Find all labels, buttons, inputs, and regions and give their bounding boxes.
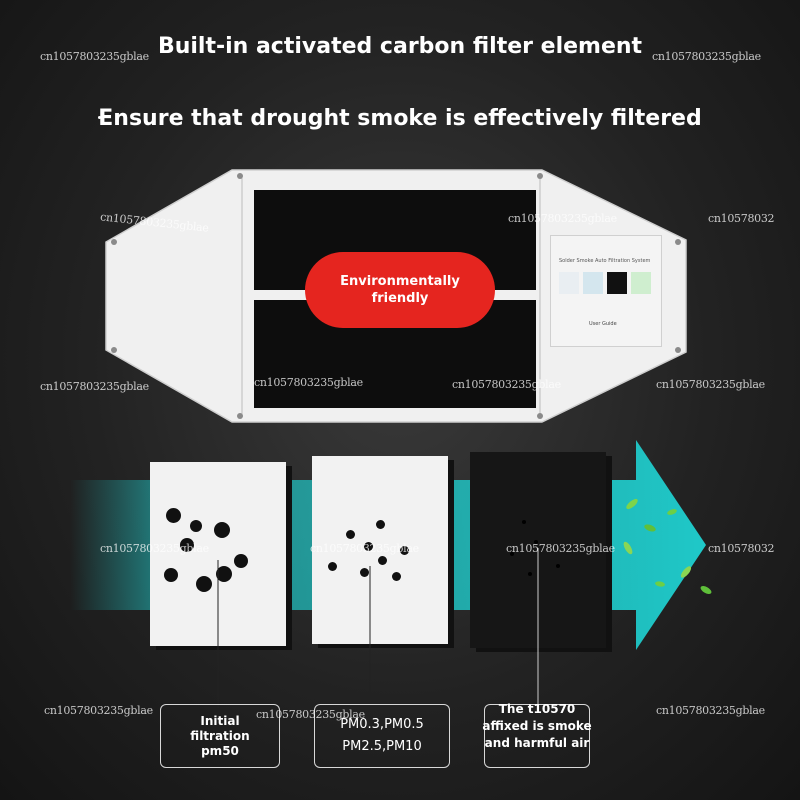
watermark: cn1057803235gblae bbox=[100, 542, 209, 555]
watermark: cn1057803235gblae bbox=[40, 50, 149, 63]
watermark: cn1057803235gblae bbox=[452, 378, 561, 391]
bullet-dot bbox=[98, 116, 101, 119]
watermark: cn1057803235gblae bbox=[652, 50, 761, 63]
pm-filter-panel bbox=[312, 456, 448, 644]
watermark: cn1057803235gblae bbox=[40, 380, 149, 393]
watermark: cn10578032 bbox=[708, 542, 775, 555]
product-label-card: Solder Smoke Auto Filtration System User… bbox=[550, 235, 662, 347]
watermark: cn1057803235gblae bbox=[656, 704, 765, 717]
watermark: cn1057803235gblae bbox=[256, 708, 365, 721]
label-card-title: Solder Smoke Auto Filtration System bbox=[559, 258, 651, 264]
watermark: cn1057803235gblae bbox=[44, 704, 153, 717]
subheadline: Ensure that drought smoke is effectively… bbox=[98, 106, 702, 131]
watermark: cn1057803235gblae bbox=[254, 376, 363, 389]
watermark: cn1057803235gblae bbox=[506, 542, 615, 555]
watermark: cn1057803235gblae bbox=[656, 378, 765, 391]
watermark: cn1057803235gblae bbox=[310, 542, 419, 555]
headline: Built-in activated carbon filter element bbox=[157, 34, 643, 59]
label-card-guide: User Guide bbox=[589, 321, 617, 327]
watermark: cn1057803235gblae bbox=[508, 212, 617, 225]
watermark: cn10578032 bbox=[708, 212, 775, 225]
